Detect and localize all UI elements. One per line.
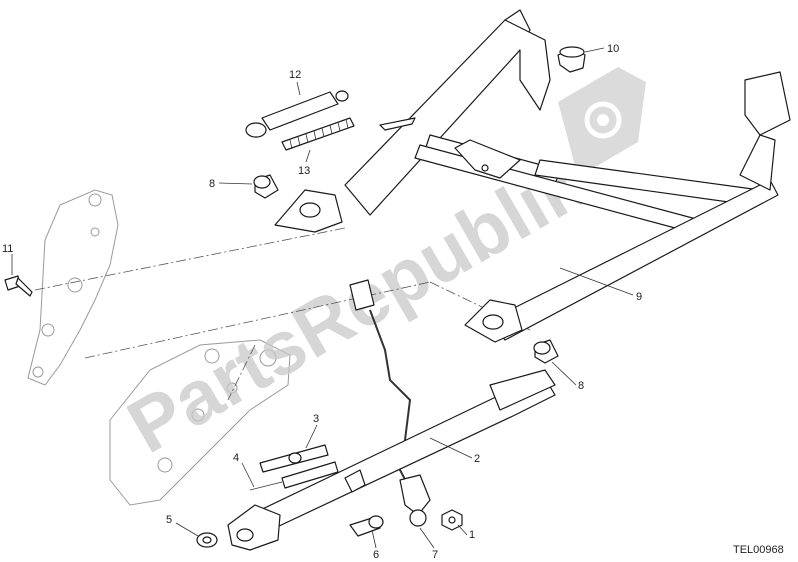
stand-spring-4 xyxy=(249,461,339,491)
callout-2: 2 xyxy=(474,453,480,465)
callout-13: 13 xyxy=(298,165,310,177)
callout-6: 6 xyxy=(373,549,379,561)
callout-7: 7 xyxy=(432,549,438,561)
callout-12: 12 xyxy=(289,69,301,81)
watermark: PartsRepublik xyxy=(114,67,646,470)
callout-11: 11 xyxy=(2,243,13,255)
gear-icon xyxy=(558,67,646,177)
callout-10: 10 xyxy=(607,43,619,55)
callout-8-lower: 8 xyxy=(578,380,584,392)
callout-8-upper: 8 xyxy=(209,178,215,190)
spring-lower xyxy=(281,117,355,151)
pivot-pin xyxy=(349,515,384,537)
callout-9: 9 xyxy=(636,291,642,303)
leader-lines xyxy=(11,47,634,549)
callout-4: 4 xyxy=(233,452,239,464)
rubber-cap xyxy=(557,46,586,73)
callout-labels: 10 12 13 8 11 9 8 3 4 2 5 1 6 7 xyxy=(2,43,642,561)
side-stand-sensor xyxy=(349,279,431,527)
callout-5: 5 xyxy=(166,514,172,526)
screw-small xyxy=(4,275,33,297)
nut xyxy=(441,509,463,531)
bolt-lower xyxy=(533,339,559,364)
stand-spring-3 xyxy=(259,444,329,473)
side-stand xyxy=(227,369,556,551)
frame-bracket-lower xyxy=(109,339,291,506)
drawing-code: TEL00968 xyxy=(733,544,784,556)
frame-bracket-upper xyxy=(27,189,119,386)
center-stand xyxy=(274,9,791,343)
callout-3: 3 xyxy=(313,413,319,425)
spring-upper xyxy=(245,90,349,138)
bolt-upper xyxy=(253,174,279,199)
callout-1: 1 xyxy=(469,529,475,541)
washer xyxy=(196,532,218,548)
